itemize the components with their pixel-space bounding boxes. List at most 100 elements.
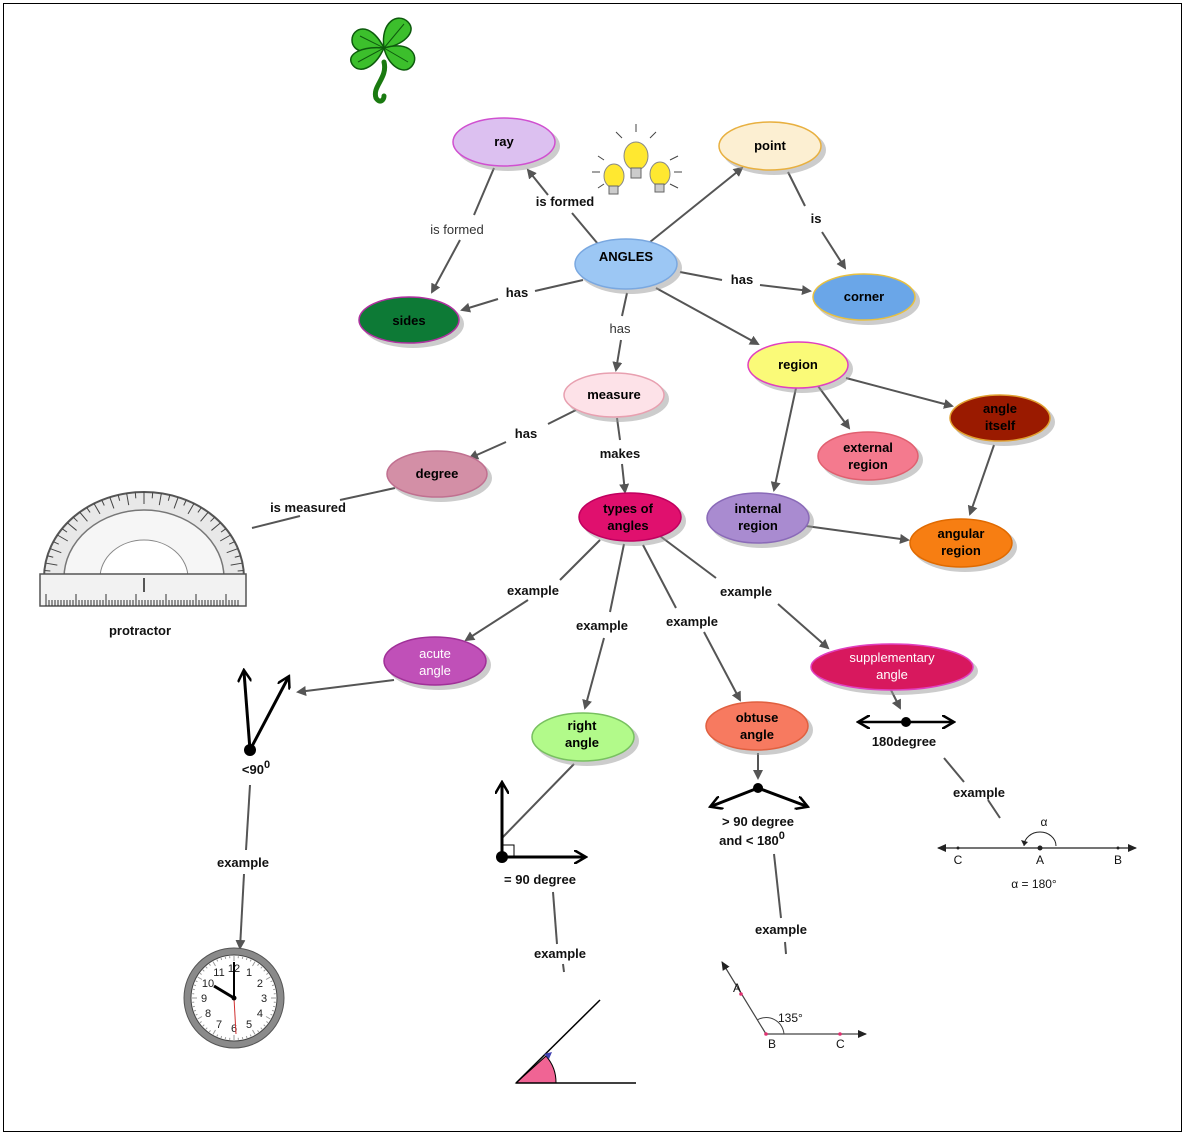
- node-acute-angle-shape: [383, 636, 487, 686]
- clock-numeral: 1: [246, 967, 252, 979]
- node-supplementary-line2: angle: [876, 667, 908, 682]
- edge-region-external: [817, 385, 851, 430]
- edge-angles-measure-arrow: [612, 339, 623, 372]
- node-sides[interactable]: sides: [358, 296, 464, 348]
- edge-region-internal: [770, 387, 797, 492]
- node-ray[interactable]: ray: [452, 117, 560, 171]
- edge-region-itself: [845, 377, 954, 409]
- node-degree[interactable]: degree: [386, 450, 492, 502]
- node-angles[interactable]: ANGLES: [574, 238, 682, 294]
- node-acute-angle-line2: angle: [419, 663, 451, 678]
- node-obtuse-angle-shape: [705, 701, 809, 751]
- edge-angles-corner: [679, 271, 723, 281]
- node-internal-region-line1: internal: [735, 501, 782, 516]
- node-angle-itself[interactable]: angle itself: [949, 394, 1055, 446]
- link-has-sides: has: [506, 285, 528, 300]
- clock-numeral: 10: [202, 978, 214, 990]
- node-region[interactable]: region: [747, 341, 853, 393]
- node-ray-label: ray: [494, 134, 514, 149]
- edge-types-supp: [659, 535, 717, 579]
- nodes: ray point ANGLES sides corner: [358, 117, 1055, 766]
- edge-ray-sides-arrow: [431, 239, 461, 294]
- clock-numeral: 3: [261, 993, 267, 1005]
- node-point-label: point: [754, 138, 786, 153]
- clover-icon: [350, 17, 416, 104]
- edge-right-example-tail: [562, 963, 565, 973]
- node-acute-angle[interactable]: acute angle: [383, 636, 491, 690]
- edge-right-figure: [501, 763, 575, 839]
- link-example-straight: example: [953, 785, 1005, 800]
- link-is-formed-light: is formed: [430, 222, 483, 237]
- node-obtuse-angle[interactable]: obtuse angle: [705, 701, 813, 755]
- fig-label-b: B: [1114, 853, 1122, 867]
- node-corner-label: corner: [844, 289, 884, 304]
- node-internal-region-shape: [706, 492, 810, 544]
- edge-point-corner-arrow: [821, 231, 847, 270]
- obtuse-angle-figure: [712, 783, 806, 806]
- link-example-protractor-angle: example: [534, 946, 586, 961]
- node-point-shape: [718, 121, 822, 171]
- node-degree-shape: [386, 450, 488, 498]
- obtuse-fig-label-a: A: [733, 981, 741, 995]
- node-measure[interactable]: measure: [563, 372, 669, 422]
- node-types-of-angles[interactable]: types of angles: [578, 492, 686, 546]
- node-supplementary-angle-shape: [810, 643, 974, 691]
- link-example-obtuse: example: [666, 614, 718, 629]
- page-frame: [3, 3, 1182, 1132]
- edge-types-right-arrow: [582, 637, 605, 710]
- node-ray-shape: [452, 117, 556, 167]
- edge-angles-sides: [534, 279, 584, 292]
- protractor-caption: protractor: [109, 623, 171, 638]
- node-acute-angle-line1: acute: [419, 646, 451, 661]
- node-types-line1: types of: [603, 501, 654, 516]
- node-external-region-shape: [817, 431, 919, 481]
- node-point[interactable]: point: [718, 121, 826, 175]
- node-right-angle[interactable]: right angle: [531, 712, 639, 766]
- edges: [235, 166, 1001, 973]
- link-labels: is formed is formed is has has has has m…: [217, 194, 1005, 961]
- obtuse-fig-angle: 135°: [778, 1011, 803, 1025]
- obtuse-fig-label-b: B: [768, 1037, 776, 1051]
- node-angular-region[interactable]: angular region: [909, 518, 1017, 572]
- edge-internal-angular: [805, 525, 910, 544]
- edge-degree-measured: [339, 487, 396, 501]
- edge-180-example-tail: [987, 799, 1001, 819]
- node-measure-label: measure: [587, 387, 640, 402]
- node-corner[interactable]: corner: [812, 273, 920, 325]
- clock-numeral: 4: [257, 1008, 263, 1020]
- node-angles-label: ANGLES: [599, 249, 654, 264]
- edge-ray-sides: [473, 167, 495, 216]
- node-internal-region[interactable]: internal region: [706, 492, 814, 548]
- link-makes: makes: [600, 446, 640, 461]
- edge-acute-clock: [245, 784, 251, 851]
- node-angles-shape: [574, 238, 678, 290]
- node-supplementary-line1: supplementary: [849, 650, 935, 665]
- fig-alpha: α: [1041, 815, 1048, 829]
- clock-numeral: 8: [205, 1008, 211, 1020]
- straight-angle-figure: α C A B α = 180°: [937, 815, 1137, 891]
- edge-types-right: [609, 543, 625, 613]
- clock-icon: 121234567891011: [183, 947, 285, 1049]
- fig-label-c: C: [954, 853, 963, 867]
- node-sides-shape: [358, 296, 460, 344]
- caption-gt-90-line1: > 90 degree: [722, 814, 794, 829]
- right-angle-figure: [496, 784, 584, 863]
- edge-angles-ray: [571, 212, 599, 245]
- node-obtuse-angle-line1: obtuse: [736, 710, 779, 725]
- node-measure-shape: [563, 372, 665, 418]
- fig-alpha-caption: α = 180°: [1011, 877, 1057, 891]
- edge-obtuse-example-tail: [784, 941, 787, 955]
- caption-eq-90: = 90 degree: [504, 872, 576, 887]
- edge-180-example: [943, 757, 965, 783]
- node-external-region-line1: external: [843, 440, 893, 455]
- edge-types-acute: [559, 539, 601, 581]
- node-region-shape: [747, 341, 849, 389]
- edge-angles-ray-arrow: [526, 168, 549, 196]
- node-supplementary-angle[interactable]: supplementary angle: [810, 643, 978, 695]
- link-is-formed-bold: is formed: [536, 194, 595, 209]
- node-external-region[interactable]: external region: [817, 431, 923, 485]
- node-degree-label: degree: [416, 466, 459, 481]
- node-types-line2: angles: [607, 518, 648, 533]
- edge-angles-sides-arrow: [460, 298, 499, 313]
- edge-angles-region: [655, 287, 760, 345]
